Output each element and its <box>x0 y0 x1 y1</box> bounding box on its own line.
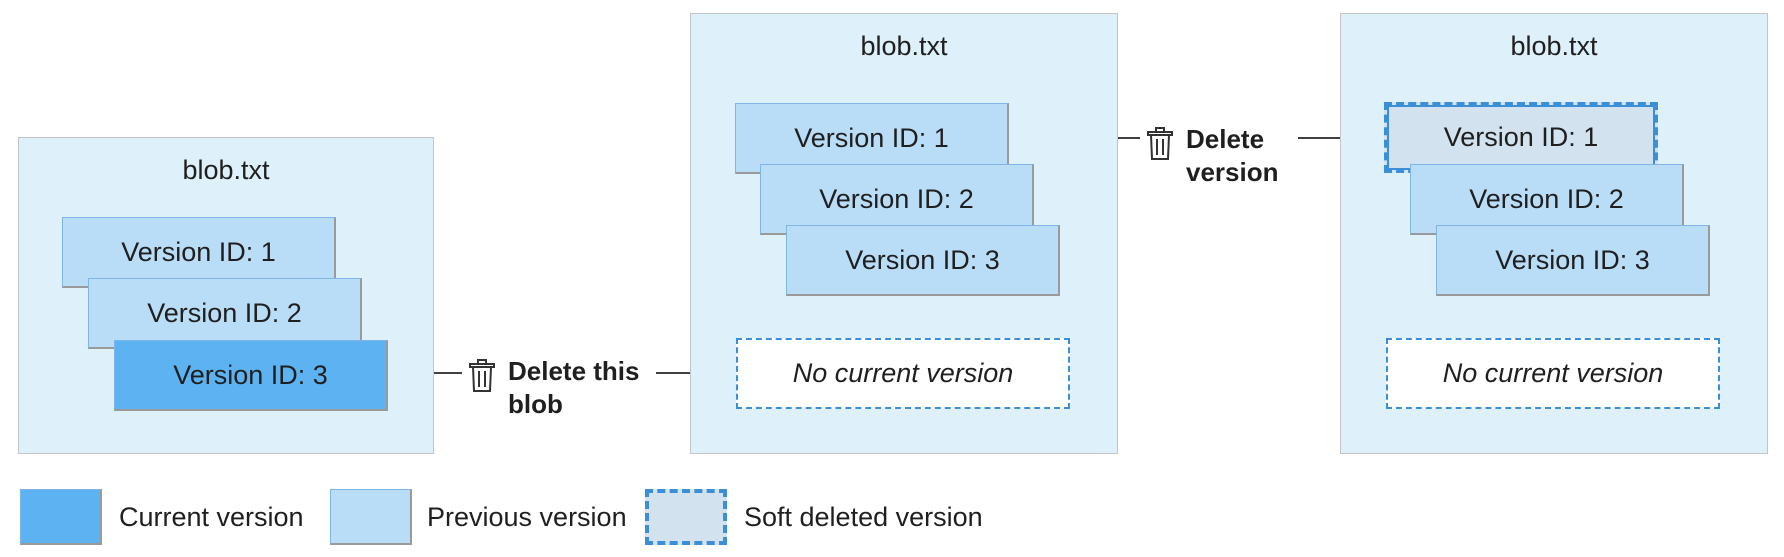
delete-version-label: Delete version <box>1186 124 1279 187</box>
version-box-3-current: Version ID: 3 <box>114 340 388 411</box>
no-current-version-box: No current version <box>736 338 1070 409</box>
legend-label-previous: Previous version <box>427 502 627 532</box>
version-box-1: Version ID: 1 <box>62 217 336 288</box>
delete-blob-action: Delete this blob <box>468 355 658 425</box>
legend-swatch-previous <box>330 489 412 545</box>
no-current-version-box: No current version <box>1386 338 1720 409</box>
version-box-2: Version ID: 2 <box>88 278 362 349</box>
version-box-2: Version ID: 2 <box>760 164 1034 235</box>
version-box-1: Version ID: 1 <box>735 103 1009 174</box>
trash-icon <box>468 359 496 401</box>
version-box-3: Version ID: 3 <box>786 225 1060 296</box>
legend-label-current: Current version <box>119 502 304 532</box>
legend-label-soft-deleted: Soft deleted version <box>744 502 983 532</box>
panel-title: blob.txt <box>182 155 270 185</box>
trash-icon <box>1146 127 1174 169</box>
version-box-1-soft-deleted: Version ID: 1 <box>1384 102 1658 173</box>
panel-title: blob.txt <box>860 31 948 61</box>
delete-blob-label: Delete this blob <box>508 356 640 419</box>
panel-blob-deleted: blob.txt Version ID: 1 Version ID: 2 Ver… <box>690 13 1118 454</box>
panel-blob-before: blob.txt Version ID: 1 Version ID: 2 Ver… <box>18 137 434 454</box>
version-box-3: Version ID: 3 <box>1436 225 1710 296</box>
panel-title: blob.txt <box>1510 31 1598 61</box>
panel-version-soft-deleted: blob.txt Version ID: 1 Version ID: 2 Ver… <box>1340 13 1768 454</box>
delete-version-action: Delete version <box>1146 123 1296 193</box>
legend-swatch-soft-deleted <box>645 489 727 545</box>
legend-swatch-current <box>20 489 102 545</box>
